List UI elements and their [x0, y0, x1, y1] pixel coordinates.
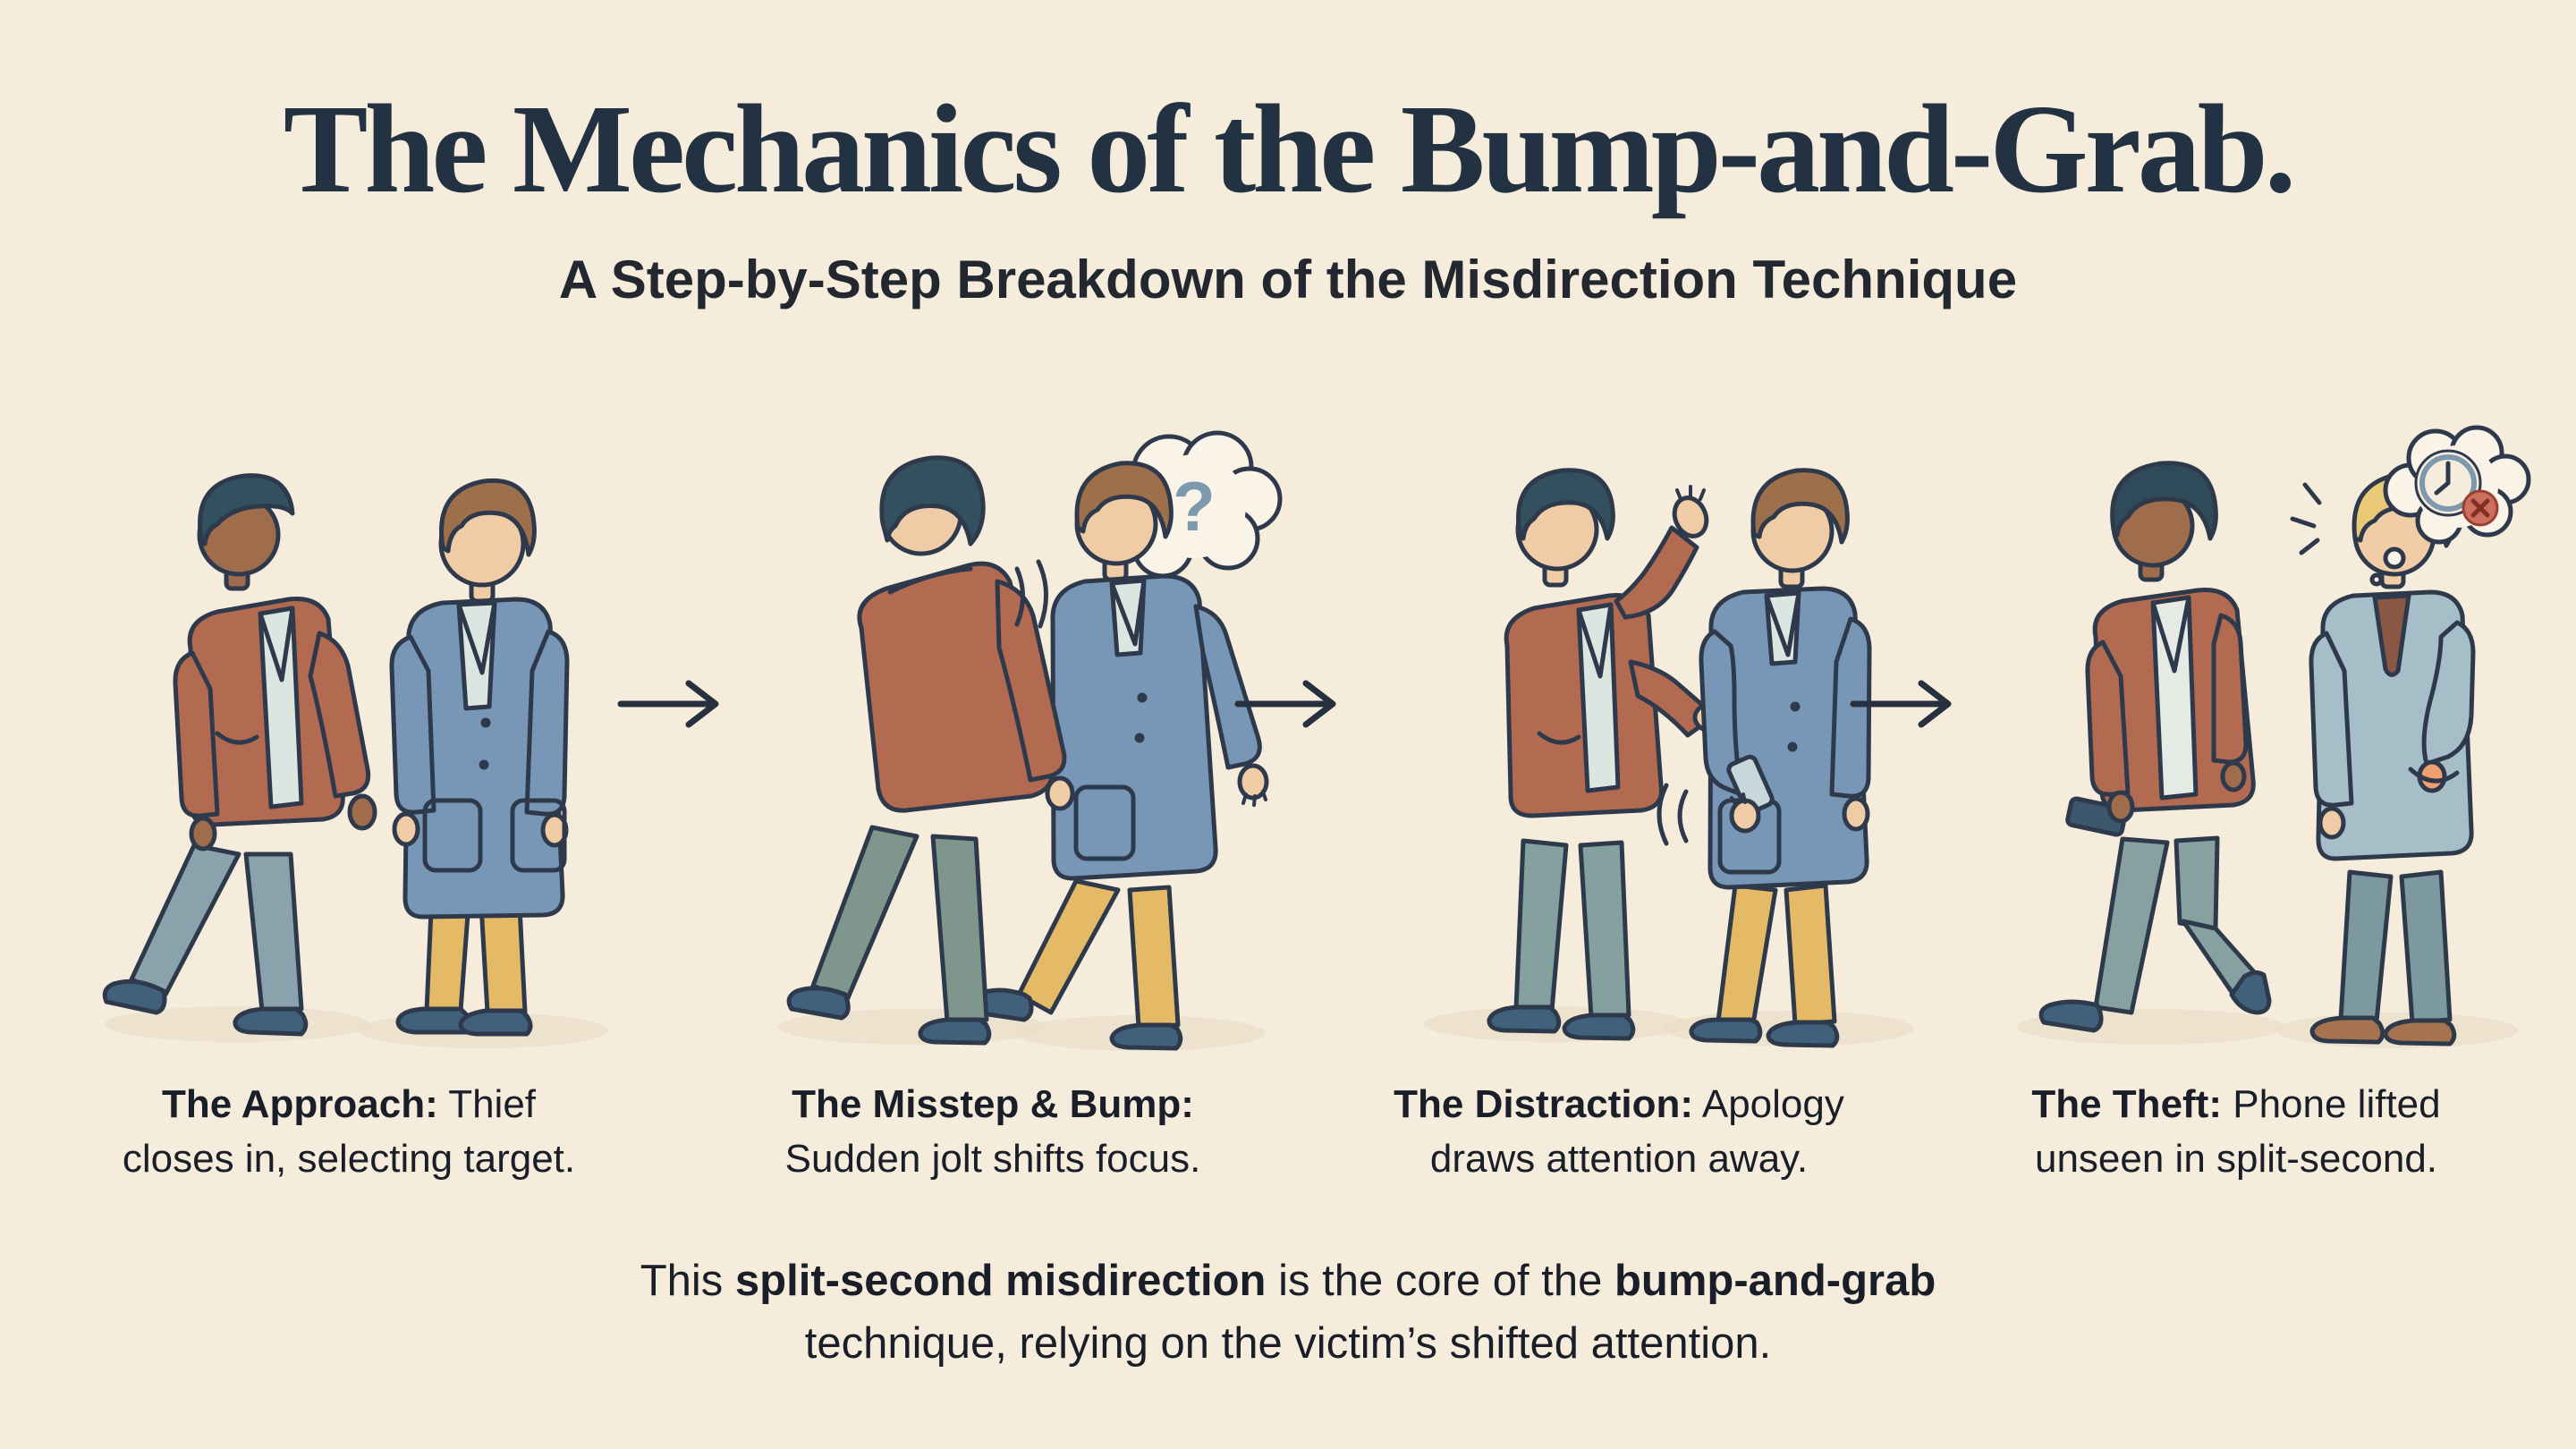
thief-figure [102, 473, 377, 1037]
summary-line2: technique, relying on the victim’s shift… [804, 1318, 1772, 1368]
caption-distraction: The Distraction: Apology draws attention… [1333, 1078, 1905, 1186]
arrow-right-icon [1850, 680, 1952, 728]
caption-theft: The Theft: Phone lifted unseen in split-… [1950, 1078, 2522, 1186]
caption-line1: The Distraction: Apology [1394, 1082, 1844, 1126]
victim-figure [2290, 471, 2476, 1046]
misstep-bump-illustration: ? [778, 430, 1283, 1051]
arrow-right-icon [617, 680, 719, 728]
caption-approach: The Approach: Thief closes in, selecting… [63, 1078, 635, 1186]
scene-approach [67, 394, 622, 1055]
surprise-lines-icon [2290, 482, 2322, 555]
distraction-illustration [1424, 468, 1914, 1048]
approach-illustration [102, 473, 608, 1048]
scene-theft [1990, 394, 2545, 1055]
bump-motion-lines-icon [1014, 559, 1049, 629]
lifted-phone-icon [1726, 754, 1775, 815]
caption-line2: closes in, selecting target. [122, 1136, 576, 1181]
thief-figure [786, 455, 1075, 1046]
thief-figure [1487, 468, 1738, 1041]
scene-misstep-bump: ? [756, 394, 1310, 1055]
caption-line1: The Misstep & Bump: [792, 1082, 1194, 1126]
thief-figure [2038, 461, 2272, 1033]
arrow-right-icon [1234, 680, 1336, 728]
caption-line2: unseen in split-second. [2034, 1136, 2438, 1181]
summary-line1: This split-second misdirection is the co… [640, 1257, 1936, 1305]
svg-text:?: ? [1173, 467, 1216, 546]
caption-line2: draws attention away. [1429, 1136, 1809, 1181]
clock-crossed-out-thought-icon [2369, 425, 2531, 587]
caption-line2: Sudden jolt shifts focus. [784, 1136, 1201, 1181]
caption-line1: The Approach: Thief [161, 1082, 537, 1126]
victim-figure [389, 478, 570, 1037]
page-title: The Mechanics of the Bump-and-Grab. [283, 78, 2296, 219]
scene-distraction [1391, 394, 1945, 1055]
summary-text: This split-second misdirection is the co… [0, 1250, 2576, 1375]
page-subtitle: A Step-by-Step Breakdown of the Misdirec… [558, 250, 2018, 309]
victim-figure [1657, 468, 1872, 1048]
caption-misstep-bump: The Misstep & Bump: Sudden jolt shifts f… [707, 1078, 1279, 1186]
pickpocket-motion-lines-icon [1657, 783, 1689, 846]
victim-figure [970, 461, 1269, 1051]
caption-line1: The Theft: Phone lifted [2031, 1082, 2441, 1126]
theft-illustration [2017, 425, 2531, 1048]
